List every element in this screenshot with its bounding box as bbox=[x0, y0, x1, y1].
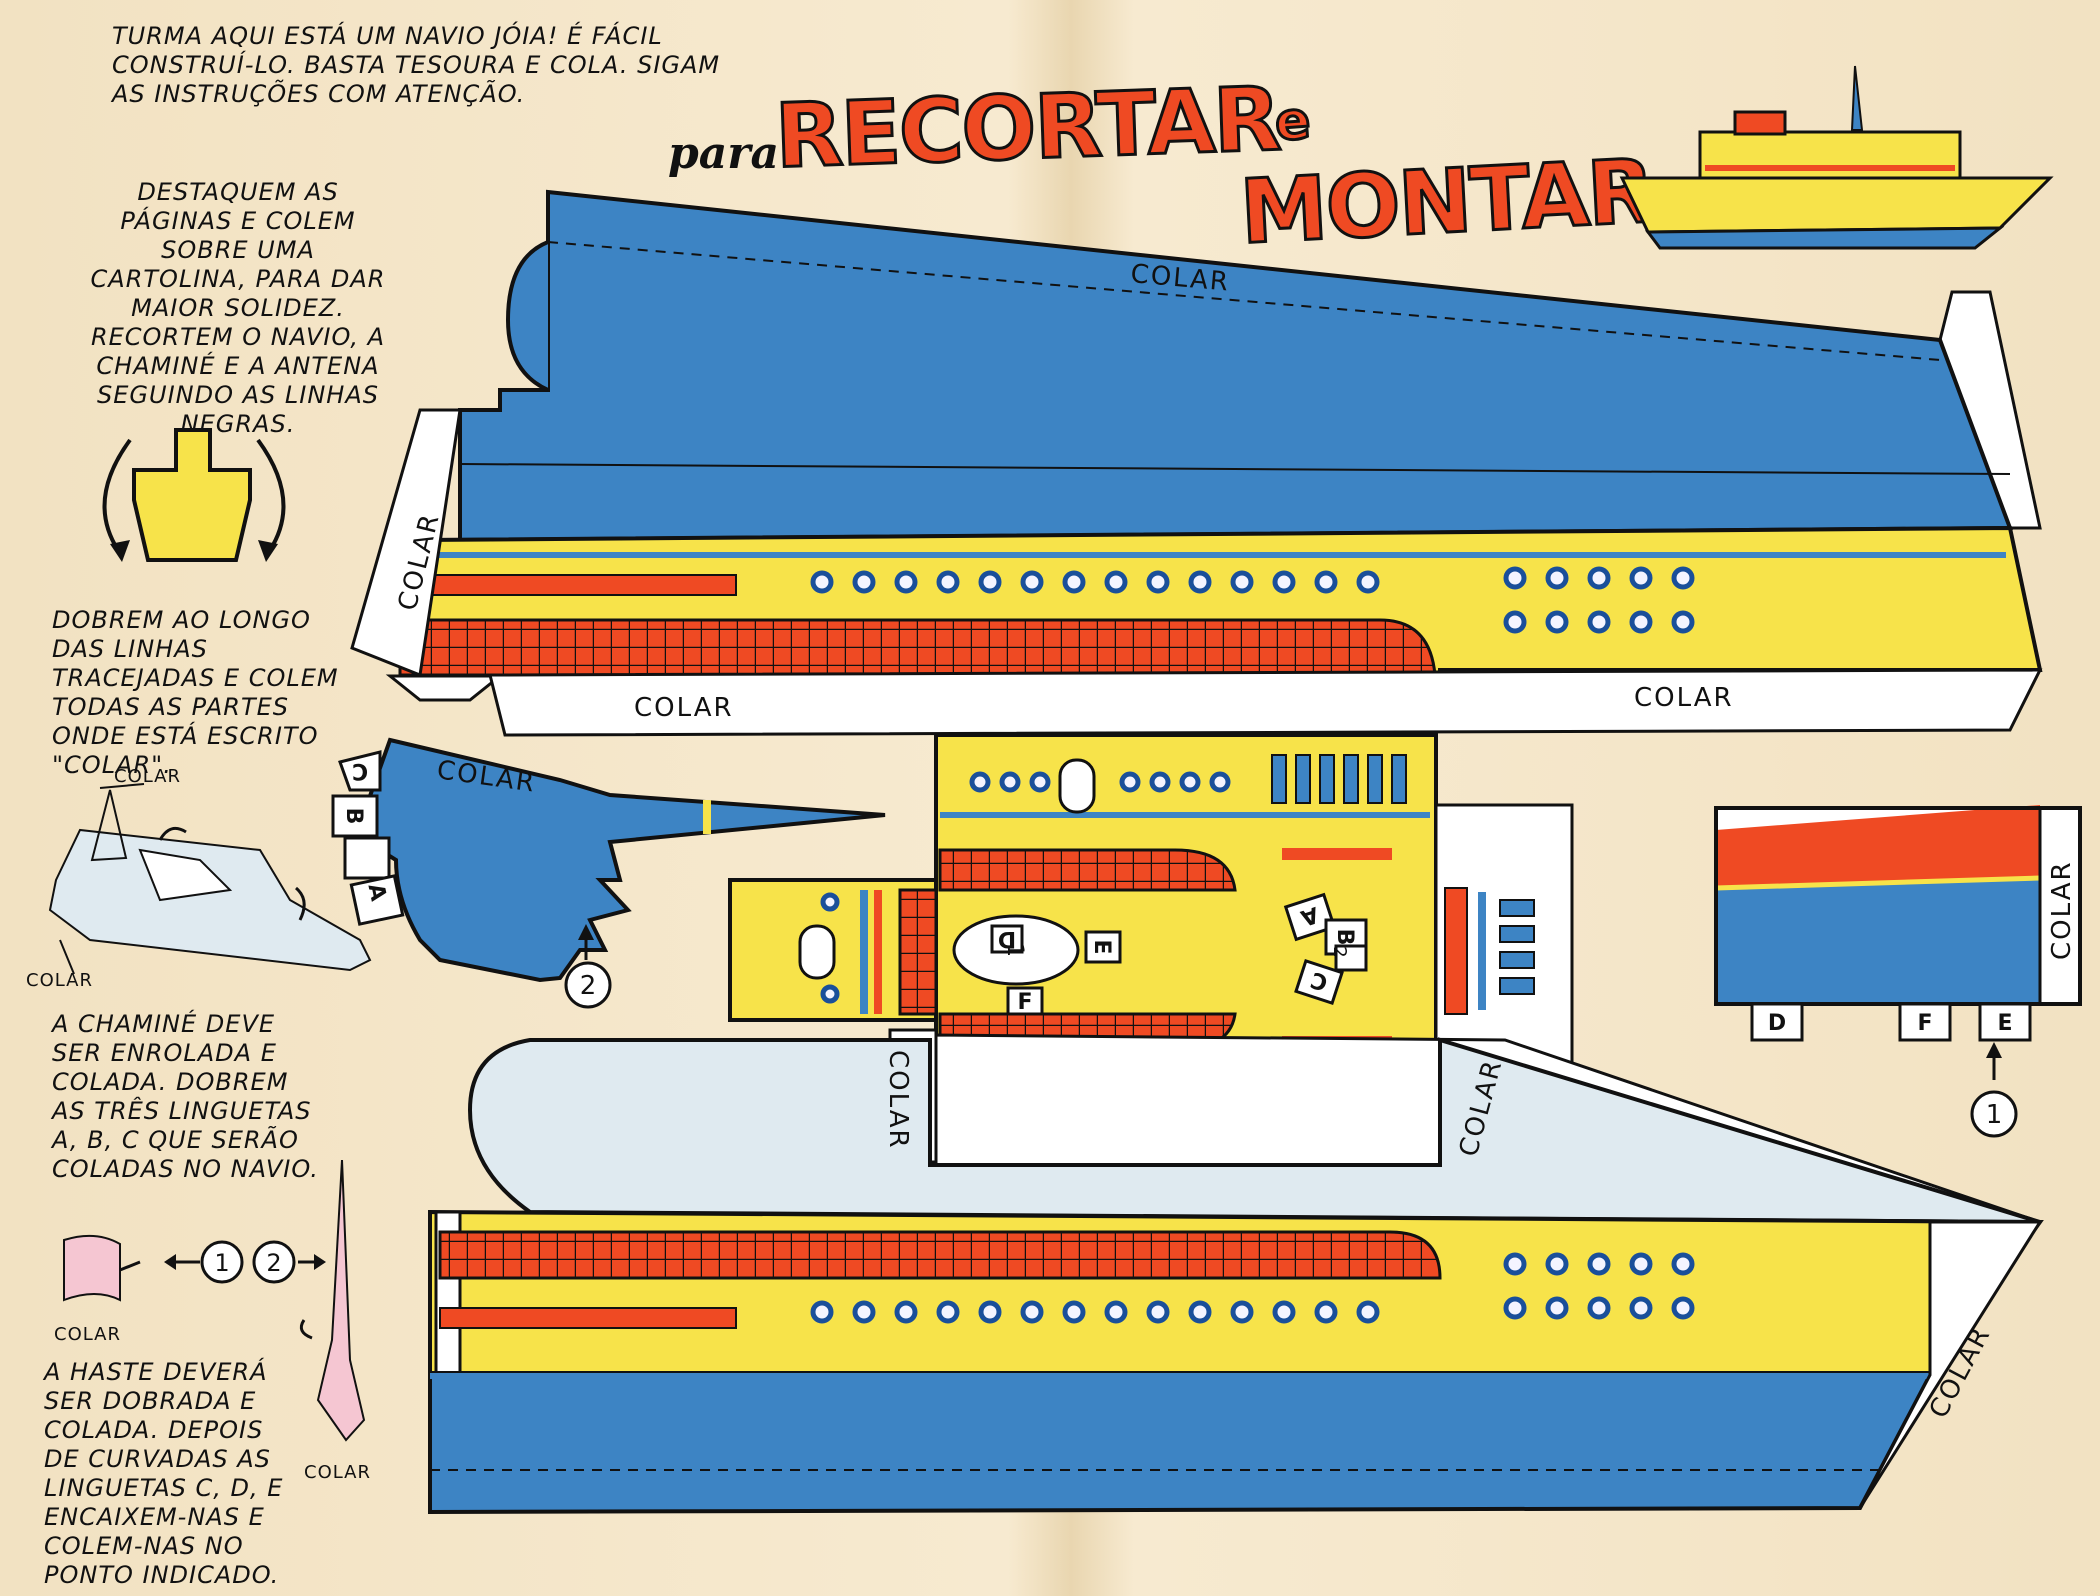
glue-label-chimney: COLAR bbox=[2047, 860, 2077, 960]
bottom-portholes-row bbox=[810, 1252, 1695, 1324]
label-number-two-left: 2 bbox=[580, 971, 597, 1001]
tab-letter-c-deck: C bbox=[1308, 966, 1331, 995]
glue-label-under-top-left: COLAR bbox=[634, 693, 734, 723]
tab-letter-b-deck: B bbox=[1332, 929, 1357, 946]
glue-label-diagram-top: COLAR bbox=[114, 766, 181, 787]
tab-letter-f-chimney: F bbox=[1917, 1011, 1932, 1036]
chimney-piece bbox=[1714, 805, 2082, 1042]
glue-label-deck-left: COLAR bbox=[883, 1050, 913, 1150]
top-portholes-row bbox=[810, 566, 1695, 634]
label-number-one-deck: 1 bbox=[1002, 943, 1027, 957]
glue-label-diagram-left: COLAR bbox=[26, 970, 93, 991]
instruction-step-3: A chaminé deve ser enrolada e colada. Do… bbox=[52, 1010, 319, 1183]
chimney-fold-diagram bbox=[102, 428, 286, 562]
tab-letter-b-antenna: B bbox=[341, 808, 366, 825]
chimney-roll-diagram bbox=[63, 1234, 141, 1302]
instruction-step-2: Dobrem ao longo das linhas tracejadas e … bbox=[52, 606, 339, 779]
tab-letter-d-chimney: D bbox=[1768, 1011, 1786, 1036]
assembly-diagram bbox=[48, 783, 372, 975]
tab-letter-d-deck: D bbox=[998, 926, 1016, 951]
instruction-step-1: Destaquem as páginas e colem sobre uma c… bbox=[90, 178, 386, 438]
antenna-fold-diagram bbox=[299, 1159, 366, 1442]
instruction-step-4: A haste deverá ser dobrada e colada. Dep… bbox=[44, 1358, 284, 1589]
label-number-two-deck: 2 bbox=[1329, 946, 1350, 957]
label-number-two-diagram: 2 bbox=[266, 1249, 281, 1277]
glue-label-antenna-fold: COLAR bbox=[304, 1462, 371, 1483]
antenna-piece bbox=[331, 737, 886, 983]
glue-label-roll: COLAR bbox=[54, 1324, 121, 1345]
bottom-hull bbox=[428, 1033, 2044, 1515]
arrow-left-up bbox=[578, 924, 594, 960]
title-para: para bbox=[668, 128, 779, 179]
tab-letter-c-antenna: C bbox=[352, 758, 368, 783]
assembled-ship-illustration bbox=[1619, 65, 2054, 250]
tab-letter-a-deck: A bbox=[1298, 901, 1322, 930]
label-number-one-diagram: 1 bbox=[214, 1249, 229, 1277]
tab-letter-e-chimney: E bbox=[1997, 1011, 2012, 1036]
tab-letter-f-deck: F bbox=[1017, 990, 1032, 1015]
tab-letter-a-antenna: A bbox=[363, 881, 391, 903]
double-arrow bbox=[164, 1254, 326, 1270]
arrow-right-up bbox=[1986, 1042, 2002, 1080]
glue-label-under-top-right: COLAR bbox=[1634, 683, 1734, 713]
label-number-one-right: 1 bbox=[1986, 1100, 2003, 1130]
tab-letter-e-deck: E bbox=[1089, 939, 1114, 954]
intro-text: Turma aqui está um navio jóia! É fácil c… bbox=[112, 22, 721, 108]
